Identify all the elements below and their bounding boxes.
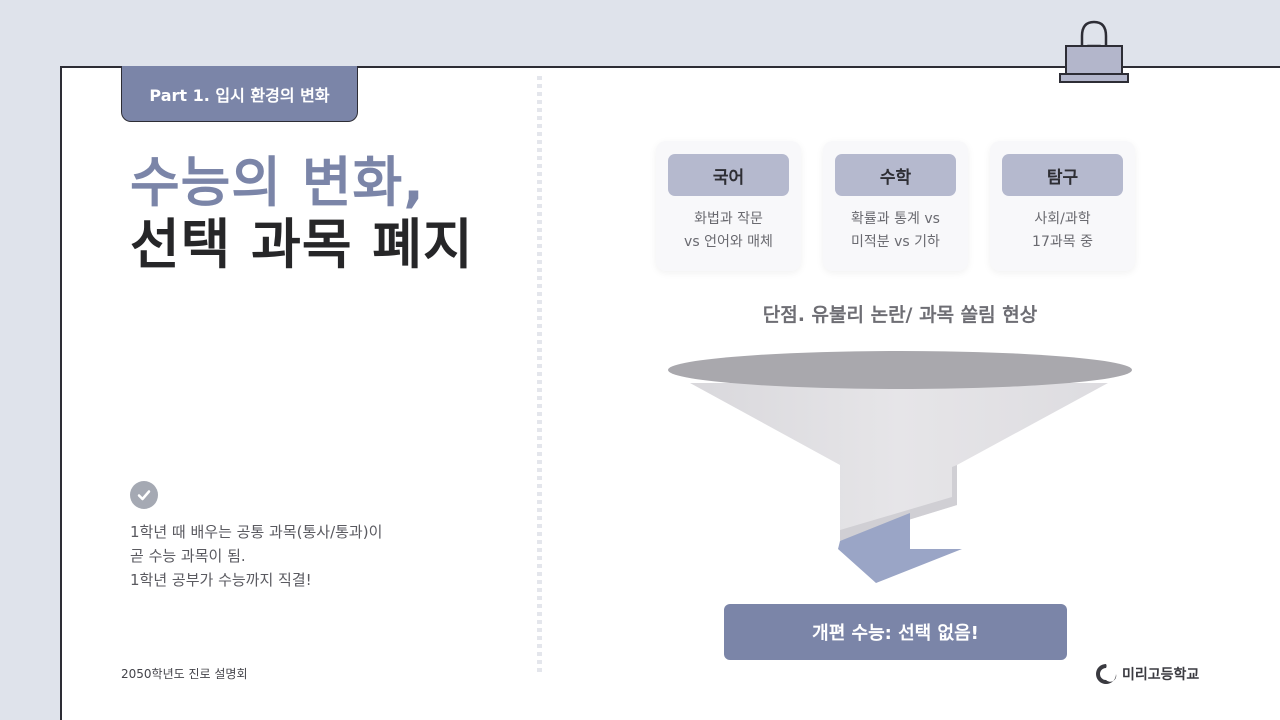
footer-event: 2050학년도 진로 설명회 <box>121 667 248 681</box>
drawback-text: 단점. 유불리 논란/ 과목 쏠림 현상 <box>762 304 1038 326</box>
school-logo: 미리고등학교 <box>1094 662 1199 686</box>
check-icon <box>130 481 158 509</box>
card-body: 화법과 작문 vs 언어와 매체 <box>656 208 801 254</box>
note-line: 1학년 공부가 수능까지 직결! <box>130 571 312 589</box>
dotted-divider <box>537 76 542 674</box>
down-arrow-icon <box>838 513 962 583</box>
card-title: 탐구 <box>1002 154 1123 196</box>
note-line: 곧 수능 과목이 됨. <box>130 547 246 565</box>
card-inquiry: 탐구 사회/과학 17과목 중 <box>990 141 1135 271</box>
school-logo-icon <box>1096 664 1117 684</box>
title-line-1: 수능의 변화, <box>130 151 425 214</box>
card-line: 17과목 중 <box>1032 234 1093 250</box>
part-tag: Part 1. 입시 환경의 변화 <box>121 66 358 122</box>
funnel-graphic <box>668 351 1132 583</box>
page-title: 수능의 변화, 선택 과목 폐지 <box>130 152 474 276</box>
card-title: 수학 <box>835 154 956 196</box>
note-line: 1학년 때 배우는 공통 과목(통사/통과)이 <box>130 523 383 541</box>
note-text: 1학년 때 배우는 공통 과목(통사/통과)이 곧 수능 과목이 됨. 1학년 … <box>130 520 382 592</box>
card-line: 미적분 vs 기하 <box>851 234 940 250</box>
card-body: 확률과 통계 vs 미적분 vs 기하 <box>823 208 968 254</box>
card-line: vs 언어와 매체 <box>684 234 773 250</box>
card-math: 수학 확률과 통계 vs 미적분 vs 기하 <box>823 141 968 271</box>
binder-clip-icon <box>1059 20 1129 83</box>
card-line: 확률과 통계 vs <box>851 211 940 227</box>
school-name: 미리고등학교 <box>1122 667 1200 683</box>
card-body: 사회/과학 17과목 중 <box>990 208 1135 254</box>
card-line: 화법과 작문 <box>694 211 763 227</box>
result-box: 개편 수능: 선택 없음! <box>724 604 1067 660</box>
card-line: 사회/과학 <box>1034 211 1091 227</box>
card-title: 국어 <box>668 154 789 196</box>
card-korean: 국어 화법과 작문 vs 언어와 매체 <box>656 141 801 271</box>
title-line-2: 선택 과목 폐지 <box>130 213 474 276</box>
